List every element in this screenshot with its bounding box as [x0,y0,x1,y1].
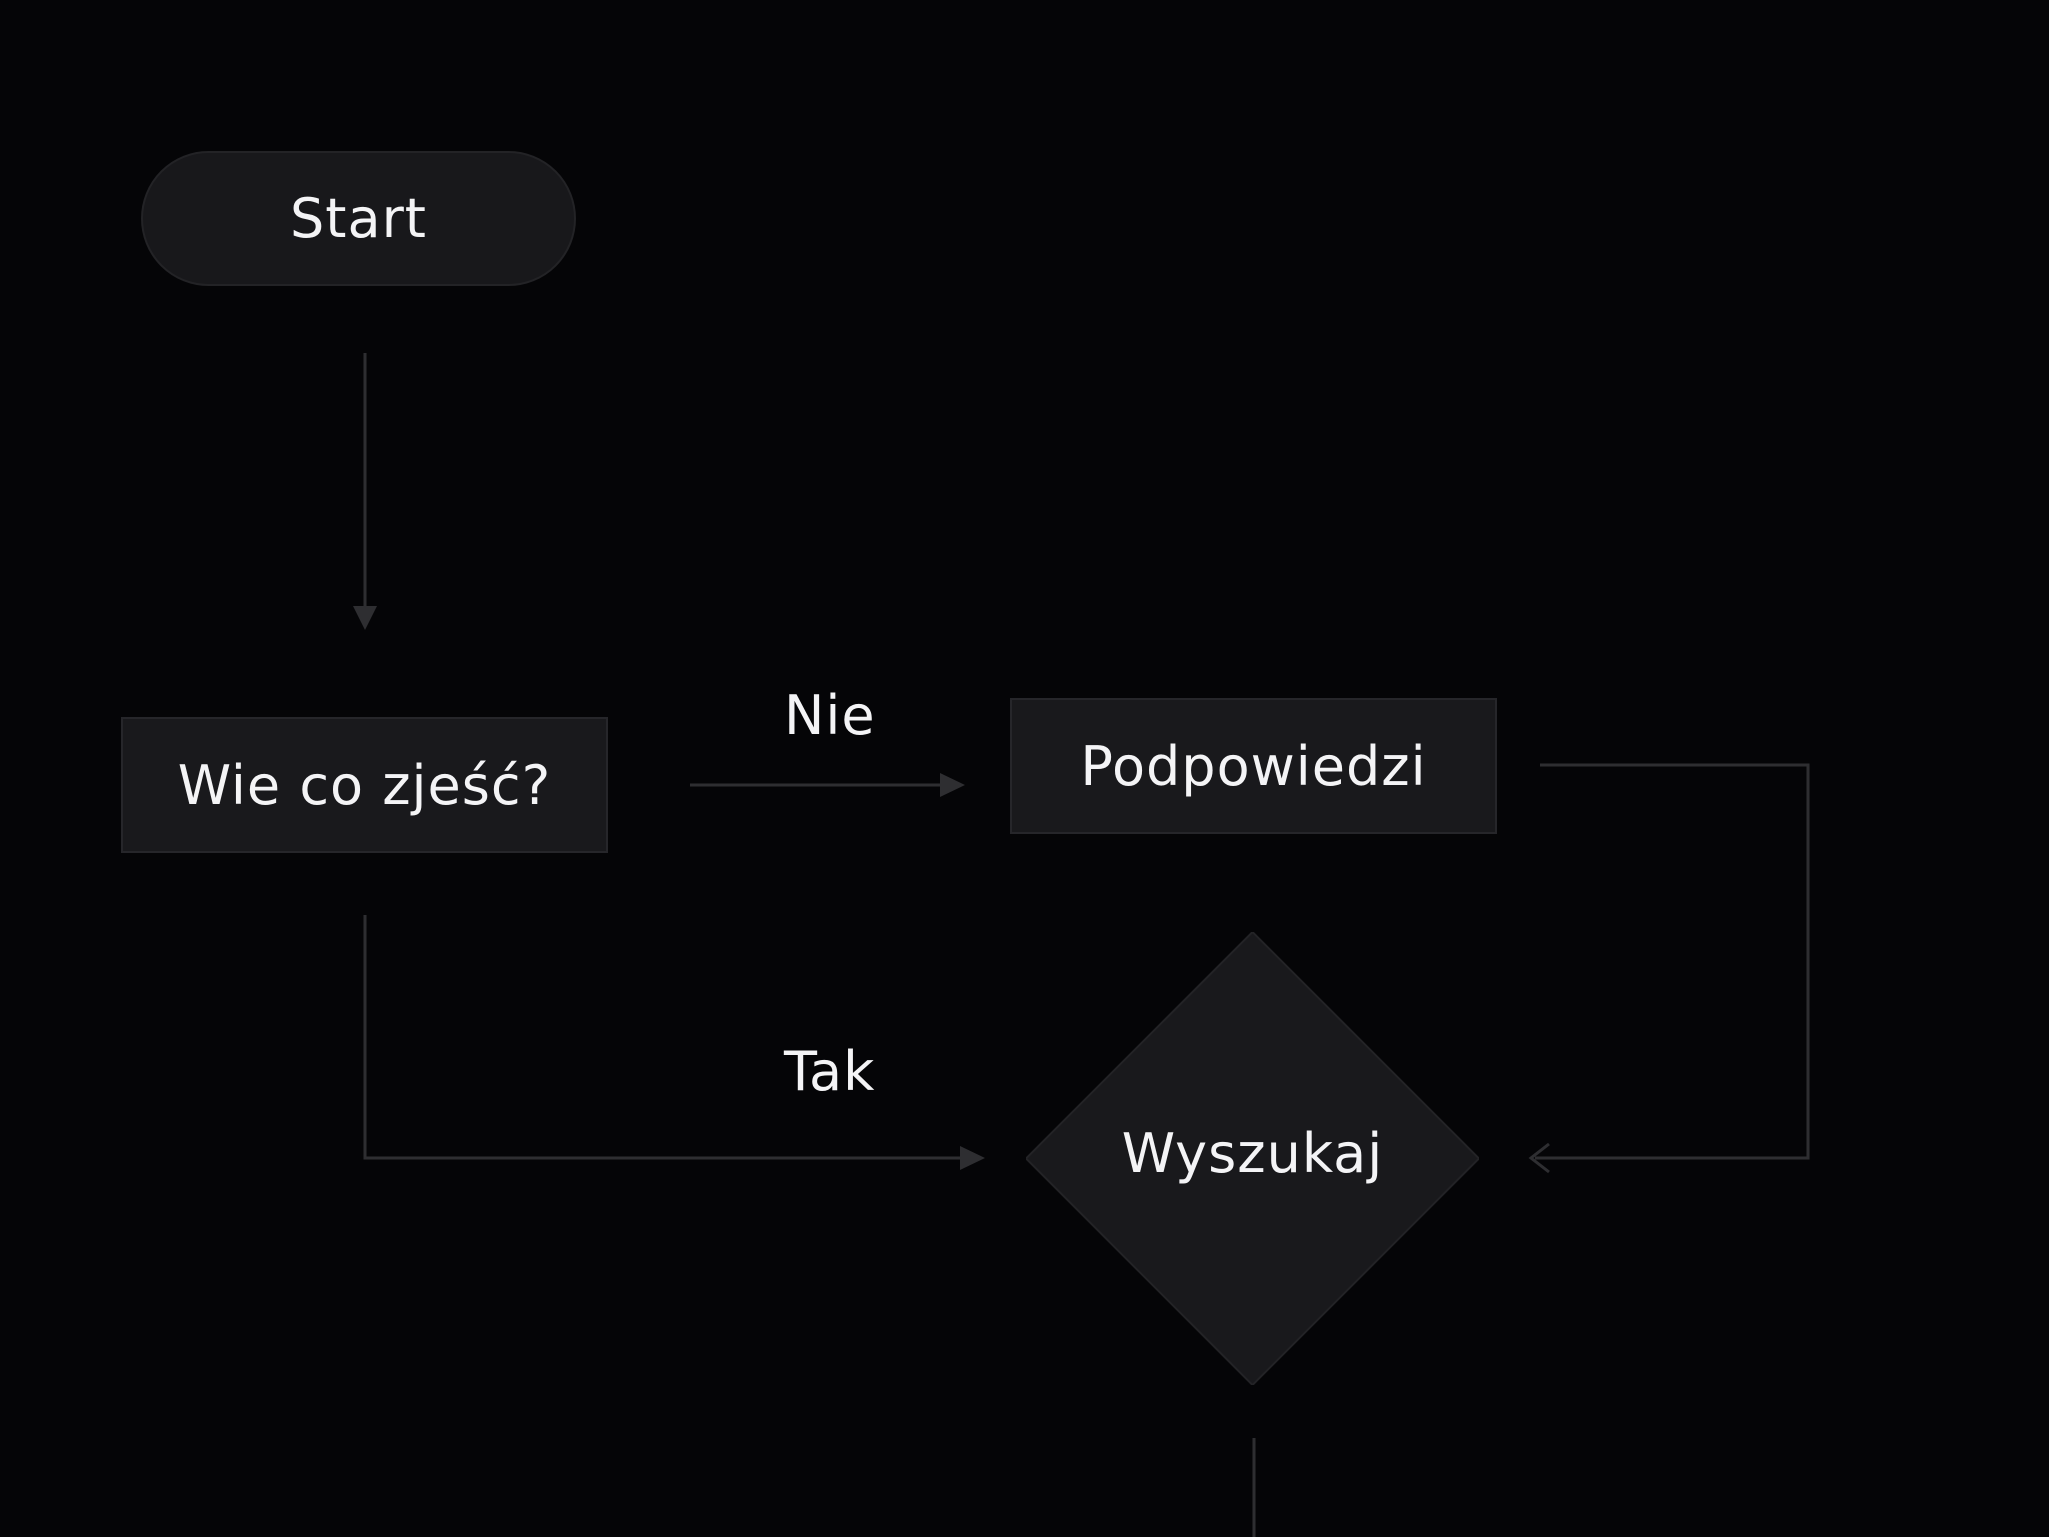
decision-diamond-shape [1026,932,1479,1385]
start-node-label: Start [290,187,427,250]
start-node: Start [141,151,576,286]
hint-node-label: Podpowiedzi [1080,734,1427,798]
question-node-label: Wie co zjeść? [177,753,552,817]
arrowhead-question-to-hint [940,773,965,797]
edge-label-no: Nie [784,684,876,747]
hint-node: Podpowiedzi [1010,698,1497,834]
arrowhead-question-to-search [960,1146,985,1170]
connector-hint-to-search [1535,763,1810,1160]
search-decision-node: Wyszukaj [1026,932,1479,1385]
connector-question-to-search [363,915,962,1160]
search-node-label: Wyszukaj [1121,1121,1384,1185]
arrowhead-start-to-question [353,606,377,630]
arrowhead-hint-to-search [1528,1142,1550,1174]
question-node: Wie co zjeść? [121,717,608,853]
edge-label-yes: Tak [784,1040,876,1103]
